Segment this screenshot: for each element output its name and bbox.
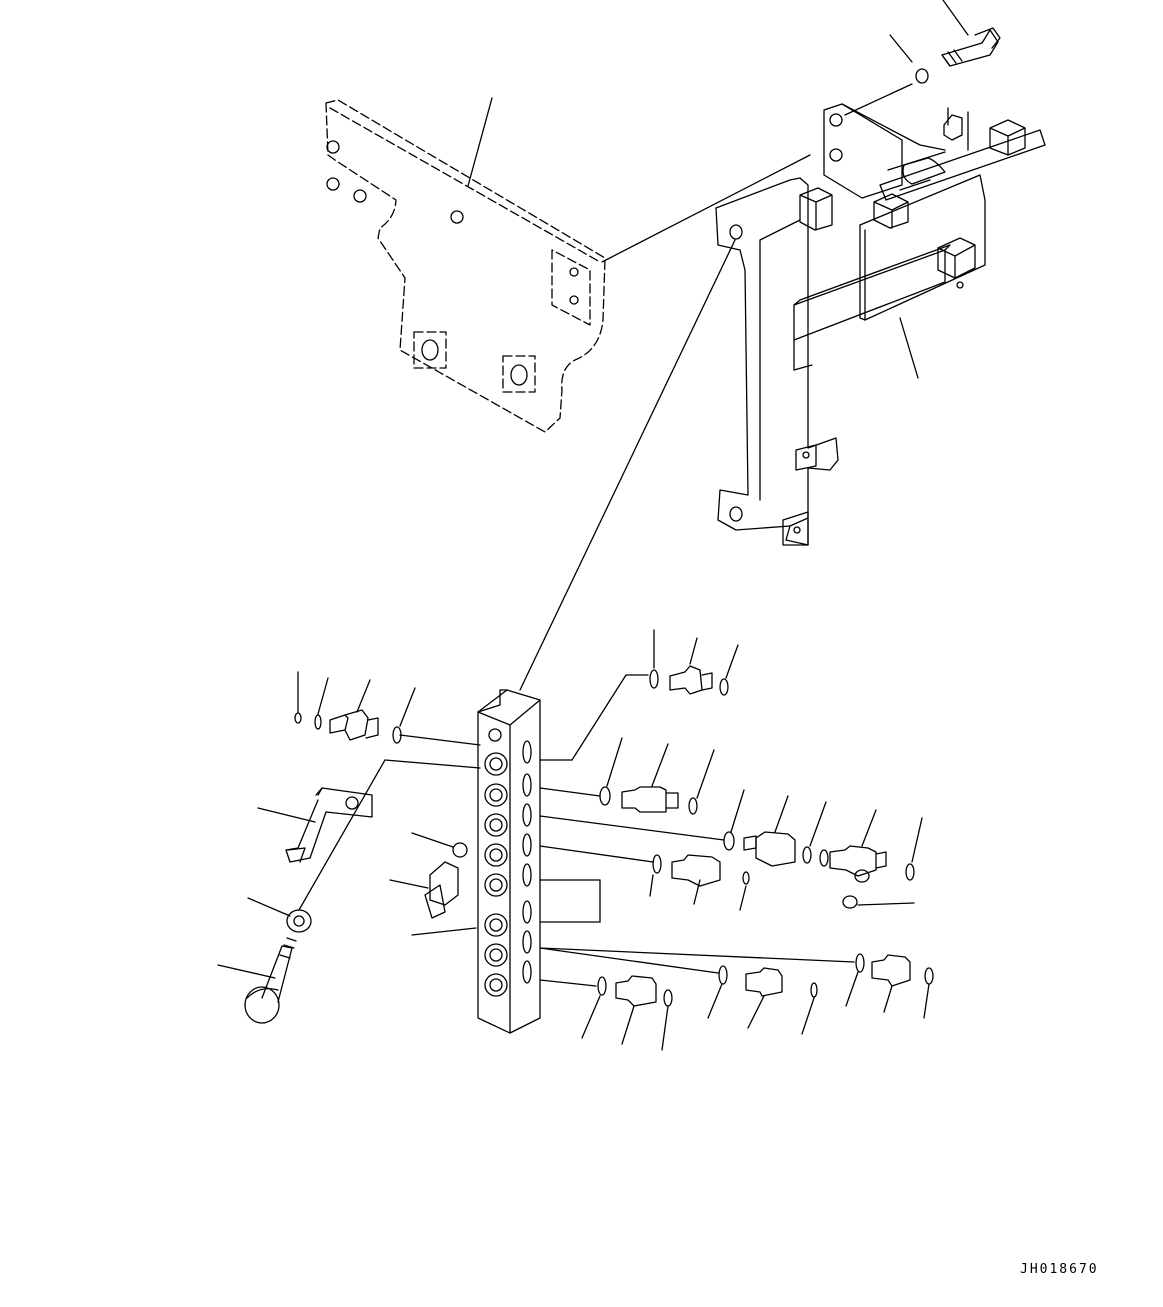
fitting-right-5 <box>540 976 672 1050</box>
drawing-code: JH018670 <box>1020 1262 1099 1277</box>
leader-plate <box>468 98 492 186</box>
leader-bolt <box>943 0 968 35</box>
assembly-line-1 <box>845 84 912 115</box>
fitting-right-6 <box>540 948 817 1034</box>
fitting-right-2 <box>540 738 714 814</box>
connector-lines <box>540 880 600 922</box>
phantom-mounting-plate <box>326 100 605 432</box>
washer-top <box>916 69 928 83</box>
sensor-fitting <box>390 862 458 918</box>
fitting-right-4 <box>540 846 749 910</box>
fitting-left-top <box>295 672 480 745</box>
assembly-line-3 <box>520 240 735 690</box>
assembly-line-2 <box>602 155 810 262</box>
leader-washer-left <box>248 898 290 916</box>
hex-bolt-left <box>218 938 296 1023</box>
plug-small <box>453 843 467 857</box>
leader-block <box>412 928 476 935</box>
main-bracket <box>716 104 1045 545</box>
block-ports-front <box>485 729 507 996</box>
fitting-right-1 <box>540 630 738 760</box>
fitting-right-7 <box>540 948 933 1018</box>
leader-washer <box>890 35 912 62</box>
fitting-right-3 <box>540 790 826 866</box>
assembly-line-4 <box>299 760 385 910</box>
clip-bracket <box>258 788 372 862</box>
block-ports-side <box>523 741 531 983</box>
lube-distribution-block <box>478 690 540 1033</box>
hex-bolt-top <box>942 28 1000 66</box>
phantom-plate-nuts <box>327 141 578 385</box>
assembly-line-5 <box>385 760 480 768</box>
leader-bracket <box>900 318 918 378</box>
washer-left <box>287 910 311 932</box>
fitting-right-grease <box>820 810 922 908</box>
